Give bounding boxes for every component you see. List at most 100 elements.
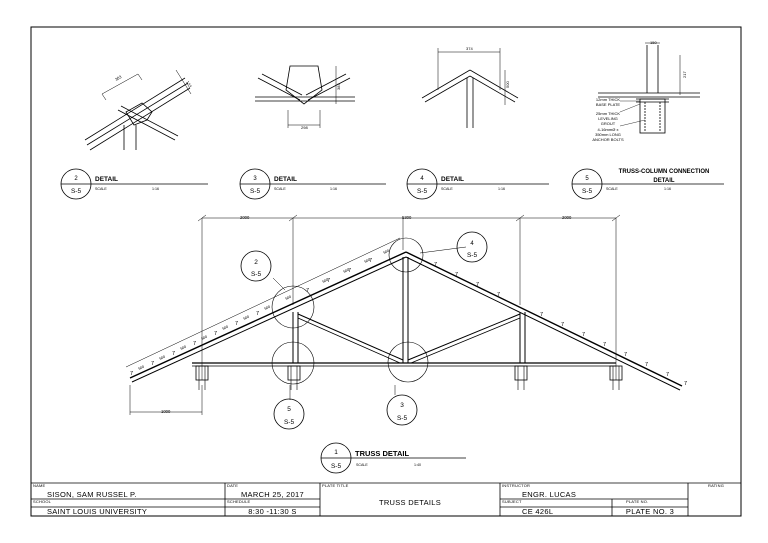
purlin-mark: 7 — [214, 331, 217, 337]
detail-3-label: 3 S-5 DETAIL SCALE 1:16 — [239, 168, 386, 200]
scale-value: 1:16 — [152, 187, 159, 191]
purlin-mark: 7 — [256, 311, 259, 317]
callout-number: 2 — [254, 259, 258, 266]
panel-dim: 500 — [264, 305, 271, 311]
note-line: 4-16mmØ x — [598, 127, 619, 132]
detail-number: 5 — [585, 176, 589, 182]
detail-2-dim-a: 303 — [114, 74, 123, 82]
date-value: MARCH 25, 2017 — [241, 490, 304, 499]
note-line: BASE PLATE — [596, 102, 620, 107]
main-title: TRUSS DETAIL — [355, 449, 409, 458]
purlin-mark: 7 — [476, 282, 479, 288]
scale-label: SCALE — [606, 187, 618, 191]
callout-detail-4: 4 S-5 — [456, 231, 488, 263]
note-line: LEVELING — [598, 116, 618, 121]
span-dim: 2000 — [562, 215, 572, 220]
purlin-mark: 7 — [497, 292, 500, 298]
detail-title-line2: DETAIL — [653, 178, 675, 184]
purlin-mark: 7 — [193, 341, 196, 347]
title-block-lines — [31, 482, 741, 516]
panel-dim: 500 — [364, 258, 371, 264]
rating-cell: RATING — [688, 483, 741, 516]
purlin-mark: 7 — [540, 312, 543, 318]
note-line: GROUT — [601, 121, 616, 126]
detail-title: DETAIL — [441, 176, 464, 183]
subject-value: CE 426L — [522, 507, 554, 516]
detail-3-drawing — [255, 65, 355, 128]
panel-dim: 500 — [222, 325, 229, 331]
note-line: ANCHOR BOLTS — [592, 137, 624, 142]
detail-5-label: 5 S-5 TRUSS-COLUMN CONNECTION DETAIL SCA… — [571, 168, 724, 200]
detail-2-drawing — [84, 69, 192, 151]
purlin-mark: 7 — [645, 362, 648, 368]
school-cell: SCHOOL SAINT LOUIS UNIVERSITY — [31, 499, 225, 516]
rating-label: RATING — [708, 483, 725, 488]
panel-dim: 500 — [201, 335, 208, 341]
schedule-label: SCHEDULE — [227, 499, 251, 504]
main-scale-label: SCALE — [356, 463, 368, 467]
span-dim: 2000 — [240, 215, 250, 220]
scale-label: SCALE — [274, 187, 286, 191]
detail-3-dim-a: 383 — [336, 83, 341, 90]
detail-2-dim-b: 133 — [185, 80, 193, 89]
plate-no-value: PLATE NO. 3 — [625, 507, 675, 516]
school-name: SAINT LOUIS UNIVERSITY — [47, 507, 148, 516]
purlin-marks: 7 7 7 7 7 7 7 7 7 7 7 7 7 7 7 7 7 7 7 7 … — [130, 258, 687, 387]
purlin-mark: 7 — [666, 372, 669, 378]
panel-dim: 500 — [383, 249, 390, 255]
detail-number: 4 — [420, 176, 424, 182]
note-line: 12mm THICK — [596, 97, 620, 102]
date-label: DATE — [227, 483, 239, 488]
plate-title-label: PLATE TITLE — [322, 483, 349, 488]
instructor-cell: INSTRUCTOR ENGR. LUCAS — [500, 483, 688, 499]
detail-sheet: S-5 — [250, 188, 261, 195]
purlin-mark: 7 — [369, 258, 372, 264]
detail-title: DETAIL — [95, 176, 118, 183]
purlin-mark: 7 — [603, 342, 606, 348]
callout-detail-5: 5 S-5 — [273, 398, 305, 430]
purlin-mark: 7 — [684, 381, 687, 387]
detail-2-label: 2 S-5 DETAIL SCALE 1:16 — [60, 168, 208, 200]
panel-dim: 500 — [180, 345, 187, 351]
scale-value: 1:16 — [498, 187, 505, 191]
detail-5-dim-a: 150 — [650, 40, 657, 45]
scale-label: SCALE — [95, 187, 107, 191]
note-line: 25mm THICK — [596, 111, 620, 116]
scale-value: 1:16 — [664, 187, 671, 191]
purlin-mark: 7 — [235, 321, 238, 327]
purlin-mark: 7 — [327, 278, 330, 284]
span-dim: 5300 — [402, 215, 412, 220]
callout-sheet: S-5 — [251, 271, 262, 278]
purlin-mark: 7 — [455, 272, 458, 278]
purlin-mark: 7 — [582, 332, 585, 338]
plate-no-label: PLATE NO. — [626, 499, 649, 504]
plate-no-cell: PLATE NO. PLATE NO. 3 — [612, 499, 688, 516]
panel-dim: 500 — [138, 365, 145, 371]
detail-title: DETAIL — [274, 176, 297, 183]
panel-dim: 500 — [343, 268, 350, 274]
callout-number: 3 — [400, 402, 404, 409]
student-name: SISON, SAM RUSSEL P. — [47, 490, 137, 499]
schedule-cell: SCHEDULE 8:30 -11:30 S — [225, 499, 320, 516]
detail-title: TRUSS-COLUMN CONNECTION — [619, 169, 710, 175]
main-drawing-label: 1 S-5 TRUSS DETAIL SCALE 1:40 — [320, 442, 466, 474]
callout-sheet: S-5 — [284, 419, 295, 426]
panel-dim: 500 — [243, 315, 250, 321]
callout-detail-3: 3 S-5 — [386, 394, 418, 426]
date-cell: DATE MARCH 25, 2017 — [225, 483, 320, 499]
title-block: NAME SISON, SAM RUSSEL P. SCHOOL SAINT L… — [31, 483, 741, 516]
name-label: NAME — [33, 483, 46, 488]
purlin-mark: 7 — [434, 262, 437, 268]
detail-5-notes: 12mm THICK BASE PLATE 25mm THICK LEVELIN… — [592, 97, 624, 142]
callout-sheet: S-5 — [397, 415, 408, 422]
detail-4-dim-b: 500 — [505, 81, 510, 88]
detail-sheet: S-5 — [417, 188, 428, 195]
scale-value: 1:16 — [330, 187, 337, 191]
detail-number: 3 — [253, 176, 257, 182]
detail-5-drawing — [598, 42, 700, 134]
purlin-mark: 7 — [624, 352, 627, 358]
detail-4-dim-a: 374 — [466, 46, 473, 51]
callout-number: 5 — [287, 406, 291, 413]
detail-3-dim-b: 298 — [301, 125, 308, 130]
callout-number: 4 — [470, 241, 474, 247]
